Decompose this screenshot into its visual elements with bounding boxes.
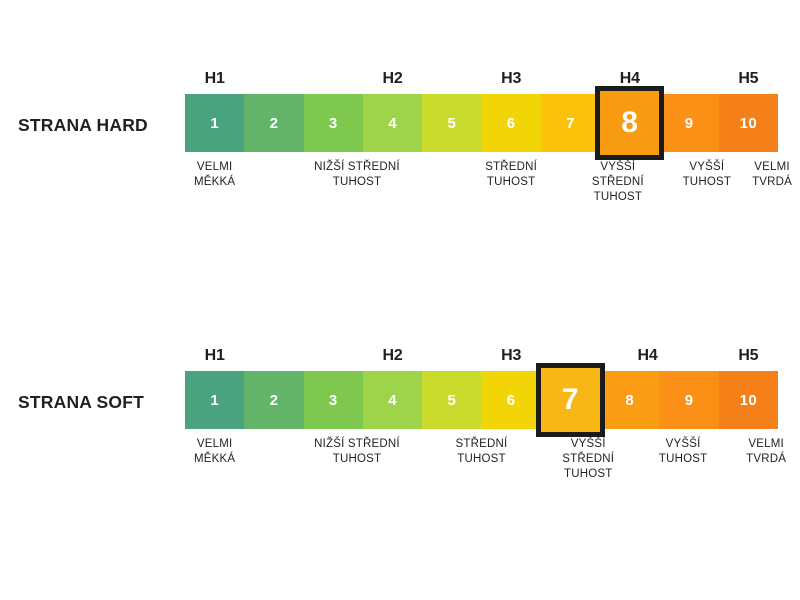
- scale-cell[interactable]: 3: [303, 371, 363, 429]
- group-label-h5: H5: [738, 70, 759, 87]
- row-title-hard: STRANA HARD: [18, 115, 148, 135]
- scale-cell[interactable]: 5: [422, 371, 482, 429]
- scale-cell[interactable]: 2: [244, 371, 304, 429]
- group-label-h3: H3: [501, 347, 522, 364]
- scale-cell[interactable]: 4: [362, 371, 423, 429]
- group-label-h2: H2: [382, 70, 403, 87]
- scale-cell[interactable]: 10: [718, 371, 778, 429]
- group-label-h2: H2: [382, 347, 403, 364]
- scale-cell[interactable]: 2: [244, 94, 304, 152]
- scale-cell[interactable]: 10: [718, 94, 778, 152]
- scale-cell[interactable]: 4: [362, 94, 423, 152]
- descriptor-label: NIŽŠÍ STŘEDNÍ TUHOST: [314, 161, 400, 188]
- group-label-h1: H1: [204, 347, 225, 364]
- group-label-h4: H4: [637, 347, 658, 364]
- descriptor-label: STŘEDNÍ TUHOST: [455, 438, 508, 465]
- group-label-h1: H1: [204, 70, 225, 87]
- scale-cell[interactable]: 1: [185, 94, 245, 152]
- scale-cell[interactable]: 5: [422, 94, 482, 152]
- descriptor-label: VELMI MĚKKÁ: [194, 161, 236, 188]
- group-label-h3: H3: [501, 70, 522, 87]
- scale-cell[interactable]: 7: [540, 94, 601, 152]
- descriptor-label: VELMI MĚKKÁ: [194, 438, 236, 465]
- descriptor-labels-hard: VELMI MĚKKÁ NIŽŠÍ STŘEDNÍ TUHOST STŘEDNÍ T…: [185, 152, 792, 214]
- group-labels-hard: H1 H2 H3 H4 H5: [185, 70, 778, 94]
- descriptor-label: VELMI TVRDÁ: [752, 161, 793, 188]
- scale-cell[interactable]: 8: [600, 371, 660, 429]
- scale-cell-selected[interactable]: 7: [535, 363, 606, 437]
- scale-cell[interactable]: 1: [185, 371, 245, 429]
- scale-cell[interactable]: 6: [481, 371, 541, 429]
- scale-cell[interactable]: 9: [659, 94, 719, 152]
- group-label-h4: H4: [619, 70, 640, 87]
- group-labels-soft: H1 H2 H3 H4 H5: [185, 347, 778, 371]
- descriptor-label: VYŠŠÍ STŘEDNÍ TUHOST: [562, 438, 615, 480]
- scale-cell[interactable]: 9: [659, 371, 719, 429]
- descriptor-label: VYŠŠÍ TUHOST: [682, 161, 732, 188]
- descriptor-labels-soft: VELMI MĚKKÁ NIŽŠÍ STŘEDNÍ TUHOST STŘEDNÍ T…: [185, 429, 786, 491]
- descriptor-label: VYŠŠÍ STŘEDNÍ TUHOST: [591, 161, 644, 203]
- scale-cell[interactable]: 6: [481, 94, 541, 152]
- descriptor-label: VYŠŠÍ TUHOST: [658, 438, 708, 465]
- row-title-soft: STRANA SOFT: [18, 392, 144, 412]
- descriptor-label: STŘEDNÍ TUHOST: [485, 161, 538, 188]
- scale-cell[interactable]: 3: [303, 94, 363, 152]
- scale-cell-selected[interactable]: 8: [595, 86, 665, 160]
- group-label-h5: H5: [738, 347, 759, 364]
- descriptor-label: VELMI TVRDÁ: [746, 438, 787, 465]
- descriptor-label: NIŽŠÍ STŘEDNÍ TUHOST: [314, 438, 400, 465]
